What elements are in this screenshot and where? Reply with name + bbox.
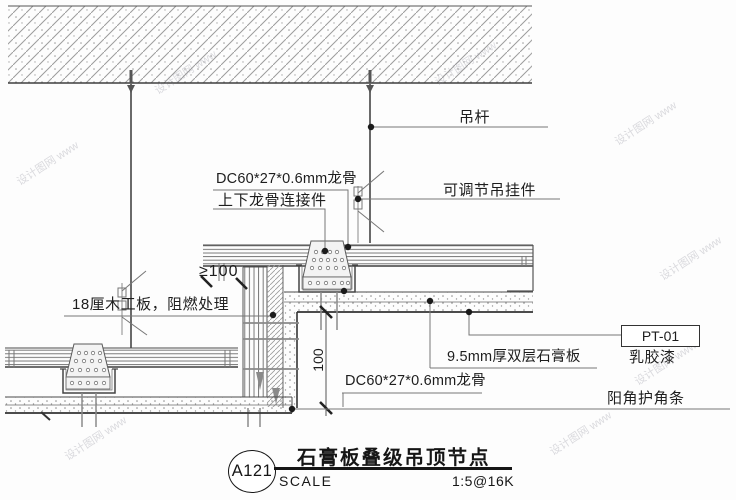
hanger-wing-right-dn [357, 210, 385, 233]
lower-furring-label: DC60*27*0.6mm龙骨 [345, 373, 486, 389]
leader-lines [64, 126, 730, 410]
detail-title: 石膏板叠级吊顶节点 [297, 447, 491, 469]
upper-connector-bracket [296, 240, 358, 330]
step-screw-arrow-1 [256, 372, 264, 390]
scale-value: 1:5@16K [452, 473, 515, 489]
hanger-clip-left-a [117, 287, 127, 298]
hanger-rod-label: 吊杆 [459, 109, 491, 126]
dim-offset-label: ≥100 [199, 263, 239, 280]
rod-anchor-arrow-right [366, 85, 374, 93]
connector-label: 上下龙骨连接件 [218, 192, 327, 209]
hanger-clip-left-b [117, 300, 127, 311]
detail-number-bubble: A121 [228, 450, 276, 493]
adjustable-hanger-label: 可调节吊挂件 [443, 182, 537, 199]
wood-board-label: 18厘木工板，阻燃处理 [72, 296, 230, 313]
dim-tick-100-bot [319, 401, 333, 415]
corner-bead-label: 阳角护角条 [607, 390, 685, 407]
leader-dots [269, 123, 473, 413]
step-screw-arrow-2 [272, 388, 280, 404]
dim-tick-geq-left [200, 275, 213, 288]
step-wood-board [267, 265, 283, 407]
upper-furring-band [203, 245, 533, 266]
step-vertical-furring [243, 267, 267, 397]
upper-furring-label: DC60*27*0.6mm龙骨 [216, 171, 357, 187]
dim-step-height-label: 100 [310, 348, 326, 372]
dim-tick-geq-right [235, 277, 248, 290]
dim-tick-100-top [319, 305, 333, 319]
lower-connector-bracket [60, 343, 118, 427]
paint-code-tag: PT-01 [621, 325, 700, 347]
paint-label: 乳胶漆 [629, 349, 676, 366]
step-gypsum-face [283, 312, 297, 408]
rod-anchor-arrow-left [127, 85, 135, 93]
hanger-wing-left-dn [121, 316, 148, 336]
concrete-slab-hatch [8, 6, 532, 83]
screw-tick-lower [40, 411, 51, 421]
lower-furring-band [5, 348, 238, 367]
scale-label: SCALE [279, 473, 333, 489]
title-underline [274, 467, 512, 471]
gypsum-board-label: 9.5mm厚双层石膏板 [447, 349, 581, 365]
